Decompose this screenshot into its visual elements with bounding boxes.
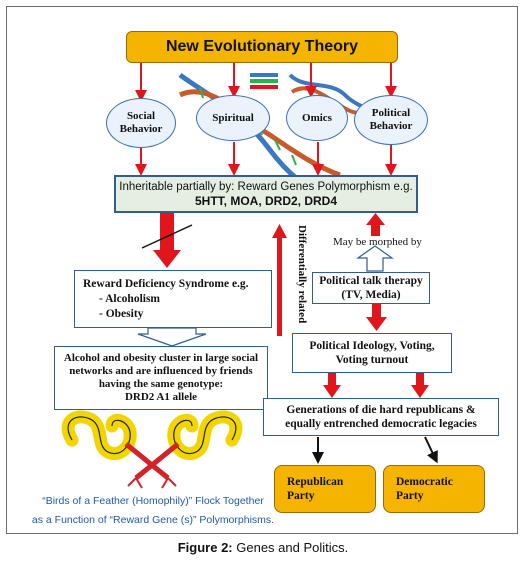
ellipse-political-behavior: Political Behavior [354, 95, 428, 145]
figure-caption-label: Figure 2: [177, 540, 233, 555]
talk-therapy-box: Political talk therapy (TV, Media) [312, 272, 430, 304]
generations-line2: equally entrenched democratic legacies [285, 418, 477, 430]
heritable-genes-box: Inheritable partially by: Reward Genes P… [114, 175, 418, 213]
cluster-allele: DRD2 A1 allele [124, 391, 198, 403]
arrows-generations-to-parties [312, 436, 438, 464]
birds-caption: “Birds of a Feather (Homophily)” Flock T… [18, 492, 288, 530]
figure-caption: Figure 2: Genes and Politics. [0, 540, 526, 555]
rds-heading: Reward Deficiency Syndrome e.g. [83, 277, 249, 290]
heritable-line1: Inheritable partially by: Reward Genes P… [119, 181, 413, 193]
rds-item-alcoholism: - Alcoholism [99, 292, 161, 305]
talk-line1: Political talk therapy [319, 275, 423, 287]
ellipse-omics: Omics [286, 95, 348, 141]
cluster-box: Alcohol and obesity cluster in large soc… [54, 346, 268, 410]
generations-line1: Generations of die hard republicans & [286, 404, 476, 416]
arrow-up-to-heritable [366, 213, 385, 236]
differentially-related-label: Differentially related [296, 224, 308, 324]
arrow-rds-to-cluster [137, 327, 207, 347]
political-behavior-label: Political Behavior [369, 107, 413, 132]
birds-of-feather-illustration [61, 410, 243, 489]
democratic-party-box: Democratic Party [383, 465, 485, 513]
figure-caption-text: Genes and Politics. [232, 540, 349, 555]
arrow-heritable-to-rds [141, 213, 193, 268]
arrow-talk-to-ideology [366, 304, 387, 331]
talk-line2: (TV, Media) [341, 289, 401, 301]
ellipse-spiritual: Spiritual [196, 95, 270, 141]
cluster-text: Alcohol and obesity cluster in large soc… [63, 352, 259, 390]
ideology-line1: Political Ideology, Voting, [309, 340, 435, 352]
heritable-gene-list: 5HTT, MOA, DRD2, DRD4 [194, 194, 337, 208]
rds-item-obesity: - Obesity [99, 307, 144, 320]
theory-title: New Evolutionary Theory [126, 31, 398, 63]
arrow-talk-to-morphed [356, 245, 394, 272]
title-arrows [135, 63, 397, 102]
may-be-morphed-label: May be morphed by [333, 236, 422, 248]
reward-deficiency-box: Reward Deficiency Syndrome e.g. - Alcoho… [74, 270, 272, 328]
arrows-ideology-to-generations [323, 373, 429, 398]
omics-label: Omics [302, 111, 332, 124]
generations-box: Generations of die hard republicans & eq… [263, 398, 499, 436]
ellipse-arrows [135, 142, 397, 176]
arrow-differentially-related [272, 224, 287, 336]
birds-caption-line1: “Birds of a Feather (Homophily)” Flock T… [42, 495, 264, 507]
ideology-box: Political Ideology, Voting, Voting turno… [292, 333, 452, 373]
ideology-line2: Voting turnout [335, 354, 409, 366]
republican-party-label: Republican Party [287, 476, 344, 502]
spiritual-label: Spiritual [212, 111, 254, 124]
democratic-party-label: Democratic Party [396, 476, 453, 502]
republican-party-box: Republican Party [274, 465, 376, 513]
ellipse-social-behavior: Social Behavior [106, 98, 176, 148]
social-behavior-label: Social Behavior [119, 110, 163, 135]
birds-caption-line2: as a Function of “Reward Gene (s)” Polym… [31, 514, 275, 526]
